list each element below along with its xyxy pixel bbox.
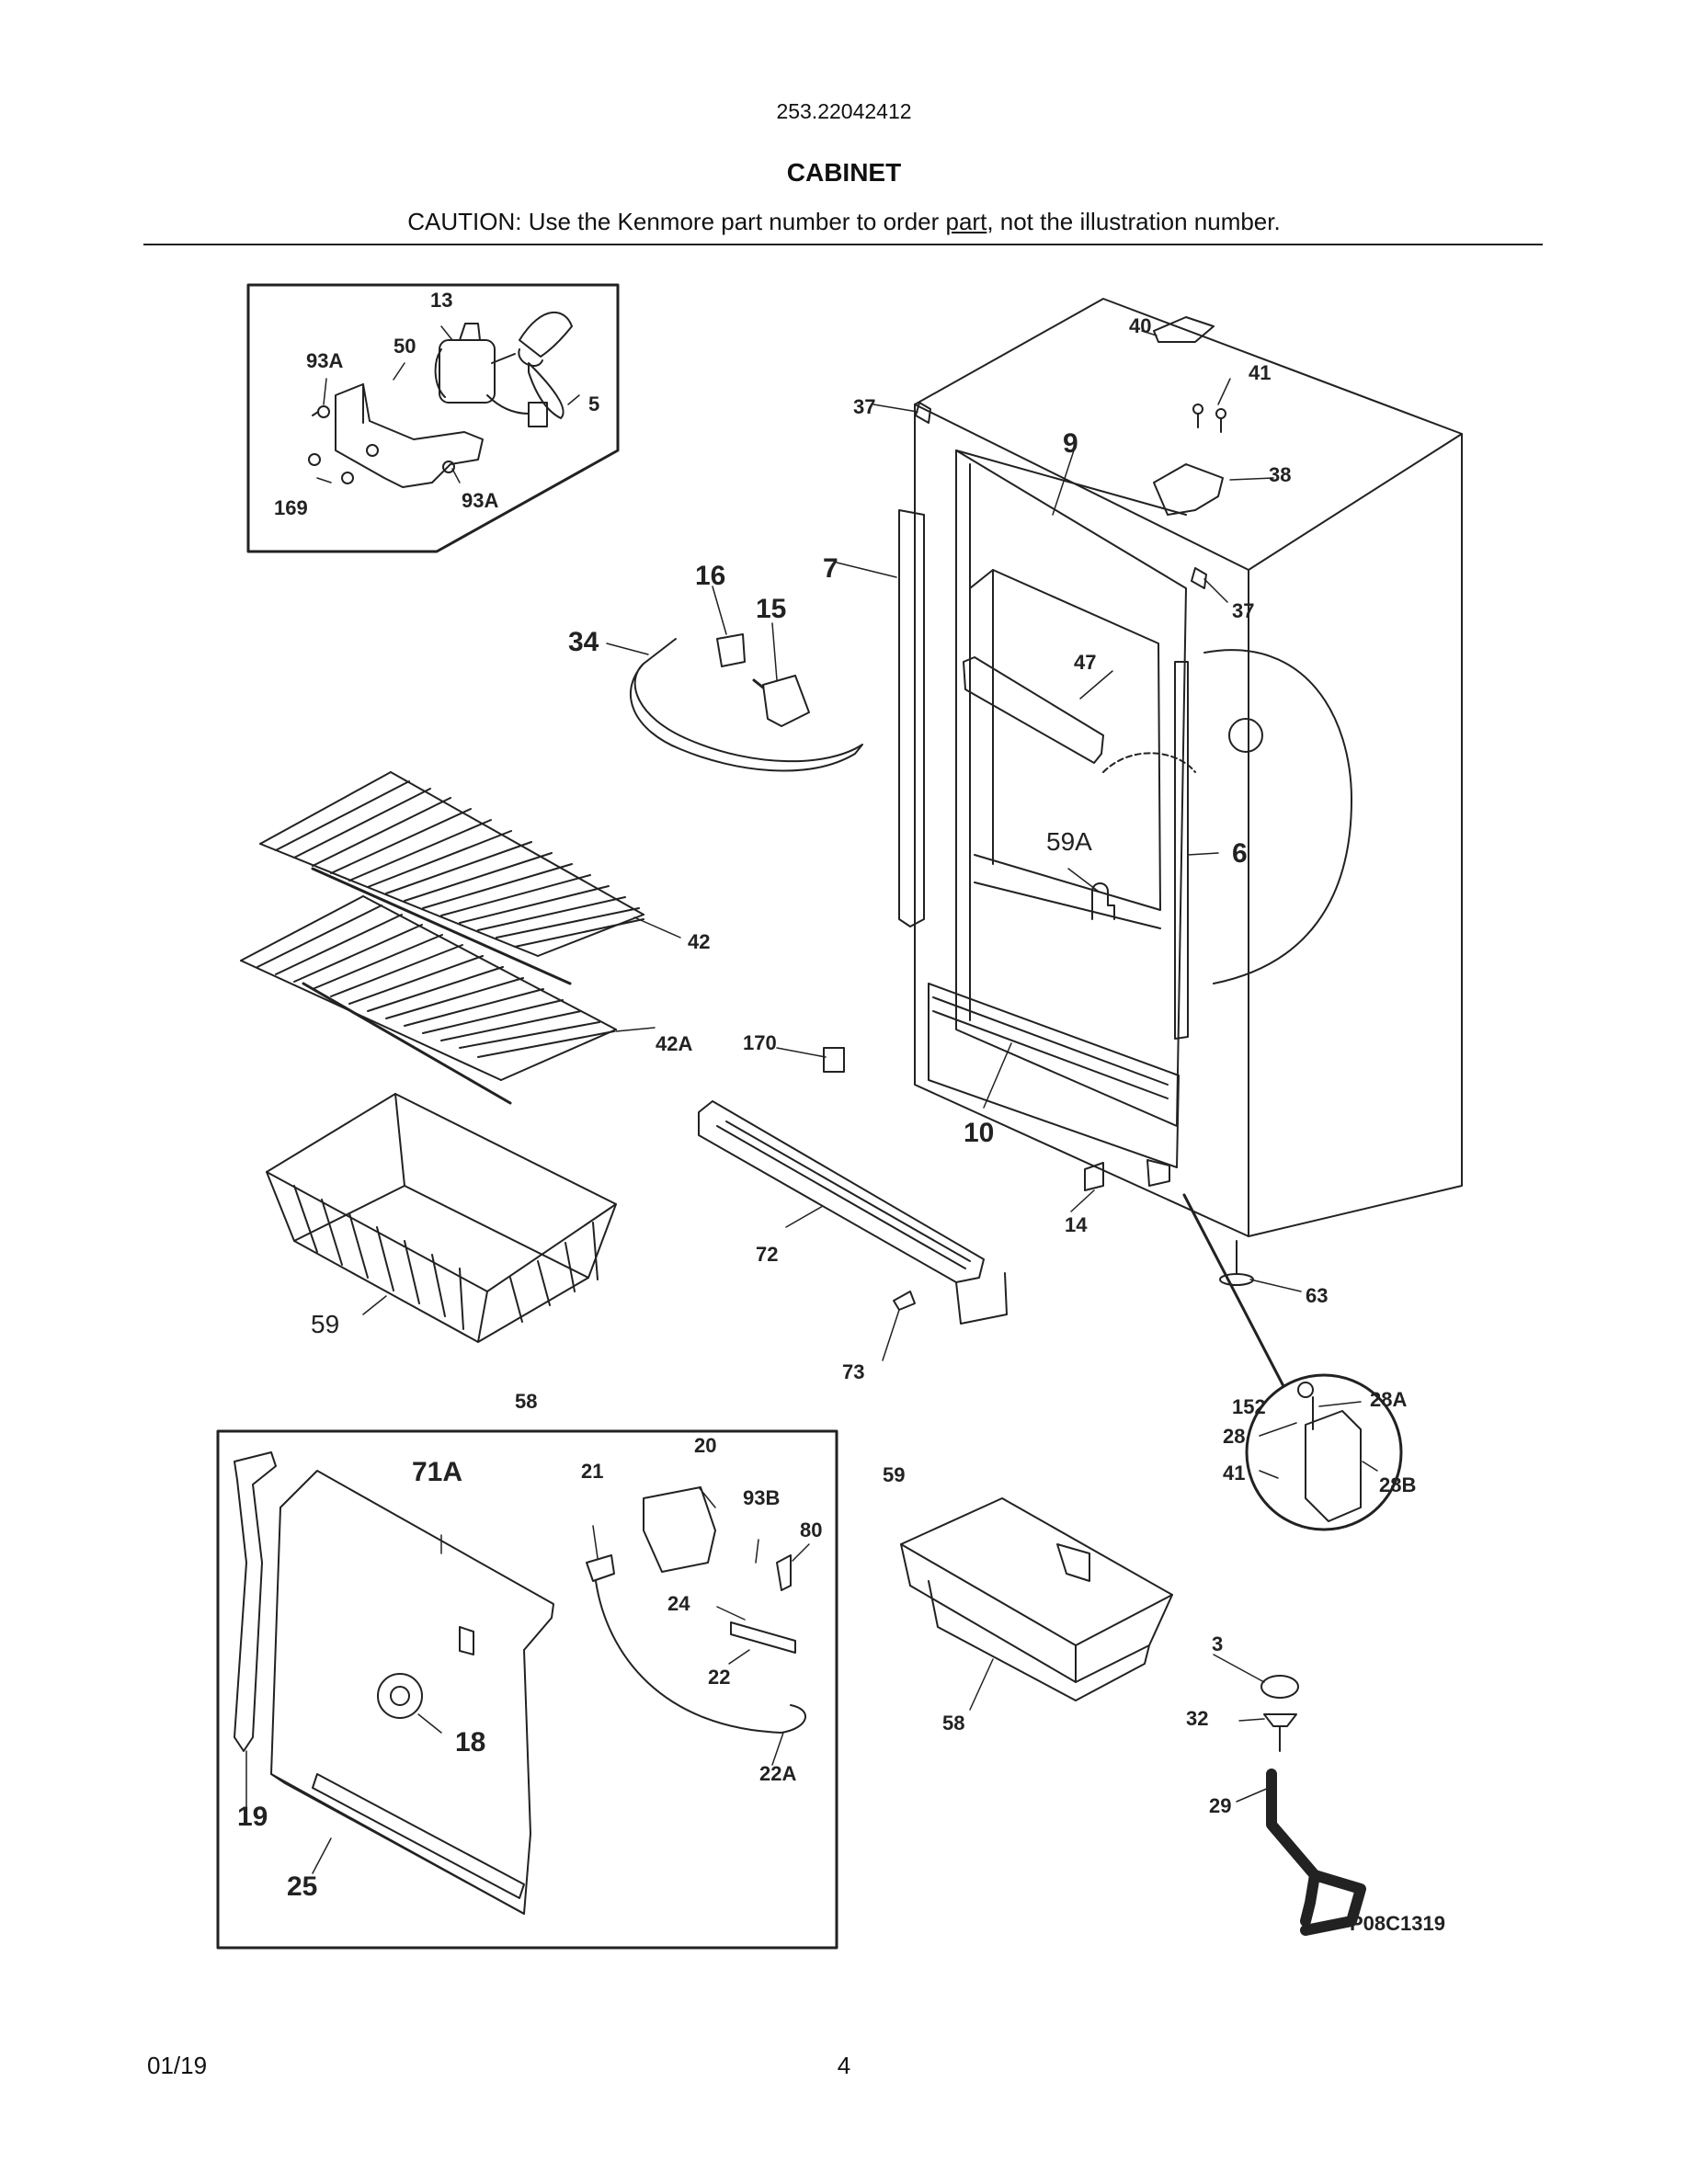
caution-suffix: , not the illustration number.	[987, 208, 1281, 235]
callout-21: 21	[581, 1460, 603, 1483]
callout-22a: 22A	[759, 1762, 796, 1785]
callout-29: 29	[1209, 1794, 1231, 1817]
callout-10: 10	[964, 1118, 994, 1148]
footer-date: 01/19	[147, 2052, 208, 2079]
callout-63: 63	[1306, 1284, 1328, 1307]
caution-part-link[interactable]: part	[945, 208, 987, 235]
header-divider	[143, 244, 1543, 245]
callout-3: 3	[1212, 1632, 1223, 1655]
cover-assembly-inset	[216, 1429, 838, 1950]
callout-7: 7	[823, 553, 838, 584]
callout-37-right: 37	[1232, 599, 1254, 622]
callout-28: 28	[1223, 1425, 1245, 1448]
callout-28a: 28A	[1370, 1388, 1407, 1411]
callout-93a-lower: 93A	[462, 489, 498, 512]
callout-37-top: 37	[853, 395, 875, 418]
callout-50: 50	[393, 335, 416, 358]
callout-38: 38	[1269, 463, 1291, 486]
callout-6: 6	[1232, 838, 1248, 869]
callout-9: 9	[1063, 428, 1078, 459]
callout-40: 40	[1129, 314, 1151, 337]
callout-59-right: 59	[883, 1463, 905, 1486]
callout-58-top: 58	[515, 1390, 537, 1413]
freezer-cabinet	[898, 298, 1463, 1286]
callout-152: 152	[1232, 1395, 1266, 1418]
callout-47: 47	[1074, 651, 1096, 674]
callout-42: 42	[688, 930, 710, 953]
callout-24: 24	[667, 1592, 690, 1615]
callout-71a: 71A	[412, 1457, 462, 1487]
part-170	[823, 1047, 845, 1073]
page-number: 4	[837, 2052, 851, 2079]
wire-shelf-42a	[240, 895, 617, 1105]
caution-note: CAUTION: Use the Kenmore part number to …	[0, 208, 1688, 236]
light-assembly	[629, 633, 863, 772]
callout-73: 73	[842, 1360, 864, 1383]
screw-icon	[1192, 404, 1203, 428]
callout-41: 41	[1249, 361, 1271, 384]
callout-14: 14	[1065, 1213, 1088, 1236]
callout-28b: 28B	[1379, 1473, 1416, 1496]
model-number: 253.22042412	[776, 99, 912, 123]
callout-19: 19	[237, 1802, 268, 1832]
wire-shelf-42	[259, 771, 644, 985]
screw-icon	[312, 405, 330, 418]
callout-72: 72	[756, 1243, 778, 1266]
callout-93a: 93A	[306, 349, 343, 372]
callout-22: 22	[708, 1666, 730, 1689]
callout-93b: 93B	[743, 1486, 780, 1509]
callout-34: 34	[568, 627, 599, 657]
fan-assembly-inset	[246, 283, 620, 553]
screw-icon	[1215, 408, 1226, 433]
wire-basket	[266, 1093, 617, 1343]
callout-18: 18	[455, 1727, 485, 1757]
callout-5: 5	[588, 392, 599, 415]
toe-grille	[698, 1100, 1008, 1325]
callout-58-bottom: 58	[942, 1712, 964, 1735]
callout-80: 80	[800, 1519, 822, 1541]
callout-16: 16	[695, 561, 725, 591]
callout-15: 15	[756, 594, 786, 624]
callout-20: 20	[694, 1434, 716, 1457]
screw-icon	[308, 453, 321, 466]
callout-169: 169	[274, 496, 308, 519]
callout-170: 170	[743, 1031, 777, 1054]
callout-59-basket: 59	[311, 1310, 339, 1338]
drain-tube	[1260, 1675, 1366, 1936]
callout-13: 13	[430, 289, 452, 312]
section-title: CABINET	[786, 158, 902, 187]
callout-41-hinge: 41	[1223, 1462, 1245, 1484]
callout-32: 32	[1186, 1707, 1208, 1730]
plastic-basket	[900, 1497, 1173, 1701]
diagram-code: P08C1319	[1350, 1912, 1445, 1935]
callout-59a: 59A	[1046, 827, 1092, 856]
caution-prefix: CAUTION: Use the Kenmore part number to …	[407, 208, 946, 235]
screw-icon	[341, 472, 354, 484]
part-73	[893, 1291, 916, 1311]
callout-42a: 42A	[656, 1032, 692, 1055]
screw-icon	[442, 461, 455, 473]
hinge-detail-callout	[1182, 1193, 1403, 1531]
leader-lines	[245, 325, 1378, 1874]
callout-25: 25	[287, 1871, 317, 1902]
